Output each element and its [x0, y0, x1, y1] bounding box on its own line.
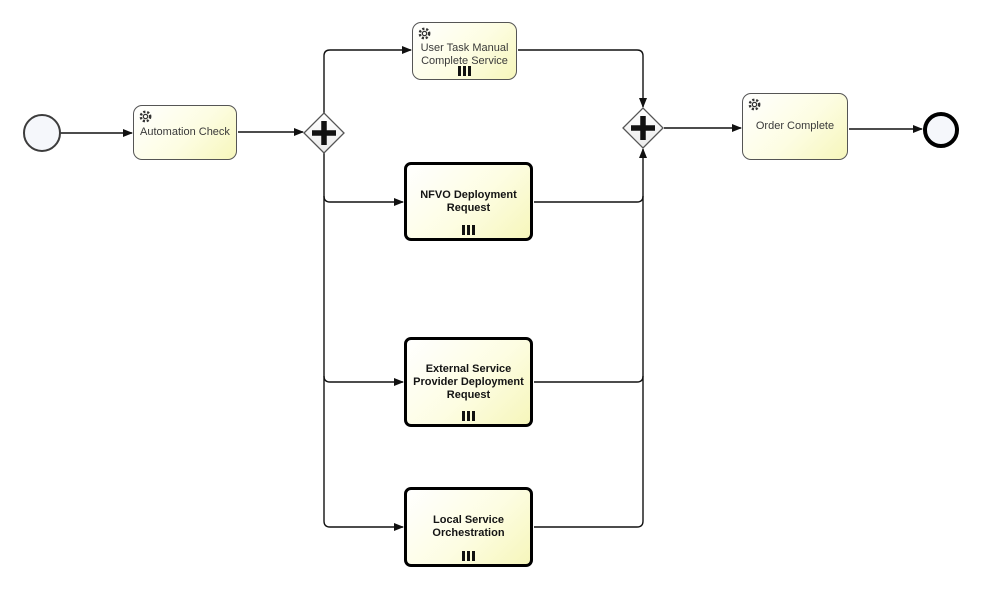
plus-icon	[312, 121, 336, 145]
task-label: External Service Provider Deployment Req…	[413, 362, 524, 401]
task-label: Local Service Orchestration	[432, 514, 505, 539]
flow-split-gateway-to-nfvo	[323, 195, 404, 206]
multi-instance-icon	[413, 66, 516, 76]
parallel-gateway-split	[303, 112, 345, 154]
task-nfvo-deployment-request: NFVO Deployment Request	[404, 162, 533, 241]
multi-instance-icon	[407, 411, 530, 421]
task-user-task-manual-complete-service: User Task Manual Complete Service	[412, 22, 517, 80]
task-local-service-orchestration: Local Service Orchestration	[404, 487, 533, 567]
task-label: Order Complete	[755, 120, 835, 132]
start-event	[23, 114, 61, 152]
flow-split-gateway-to-external	[323, 375, 404, 386]
gear-icon	[138, 109, 153, 124]
parallel-gateway-join	[622, 107, 664, 149]
flow-local-to-join-gateway	[534, 520, 644, 528]
gear-icon	[417, 26, 432, 41]
flow-user-task-to-join-gateway	[518, 49, 647, 108]
task-label: Automation Check	[140, 126, 230, 138]
flow-external-to-join-gateway	[534, 375, 644, 383]
task-label: NFVO Deployment Request	[420, 188, 517, 214]
flow-split-gateway-to-local	[323, 520, 404, 531]
gear-icon	[747, 97, 762, 112]
task-label: User Task Manual Complete Service	[420, 42, 509, 67]
flow-split-gateway-to-user-task	[323, 46, 412, 113]
end-event	[923, 112, 959, 148]
plus-icon	[631, 116, 655, 140]
flow-nfvo-to-join-gateway	[534, 195, 644, 203]
multi-instance-icon	[407, 225, 530, 235]
task-automation-check: Automation Check	[133, 105, 237, 160]
multi-instance-icon	[407, 551, 530, 561]
task-external-service-provider-deployment-request: External Service Provider Deployment Req…	[404, 337, 533, 427]
task-order-complete: Order Complete	[742, 93, 848, 160]
